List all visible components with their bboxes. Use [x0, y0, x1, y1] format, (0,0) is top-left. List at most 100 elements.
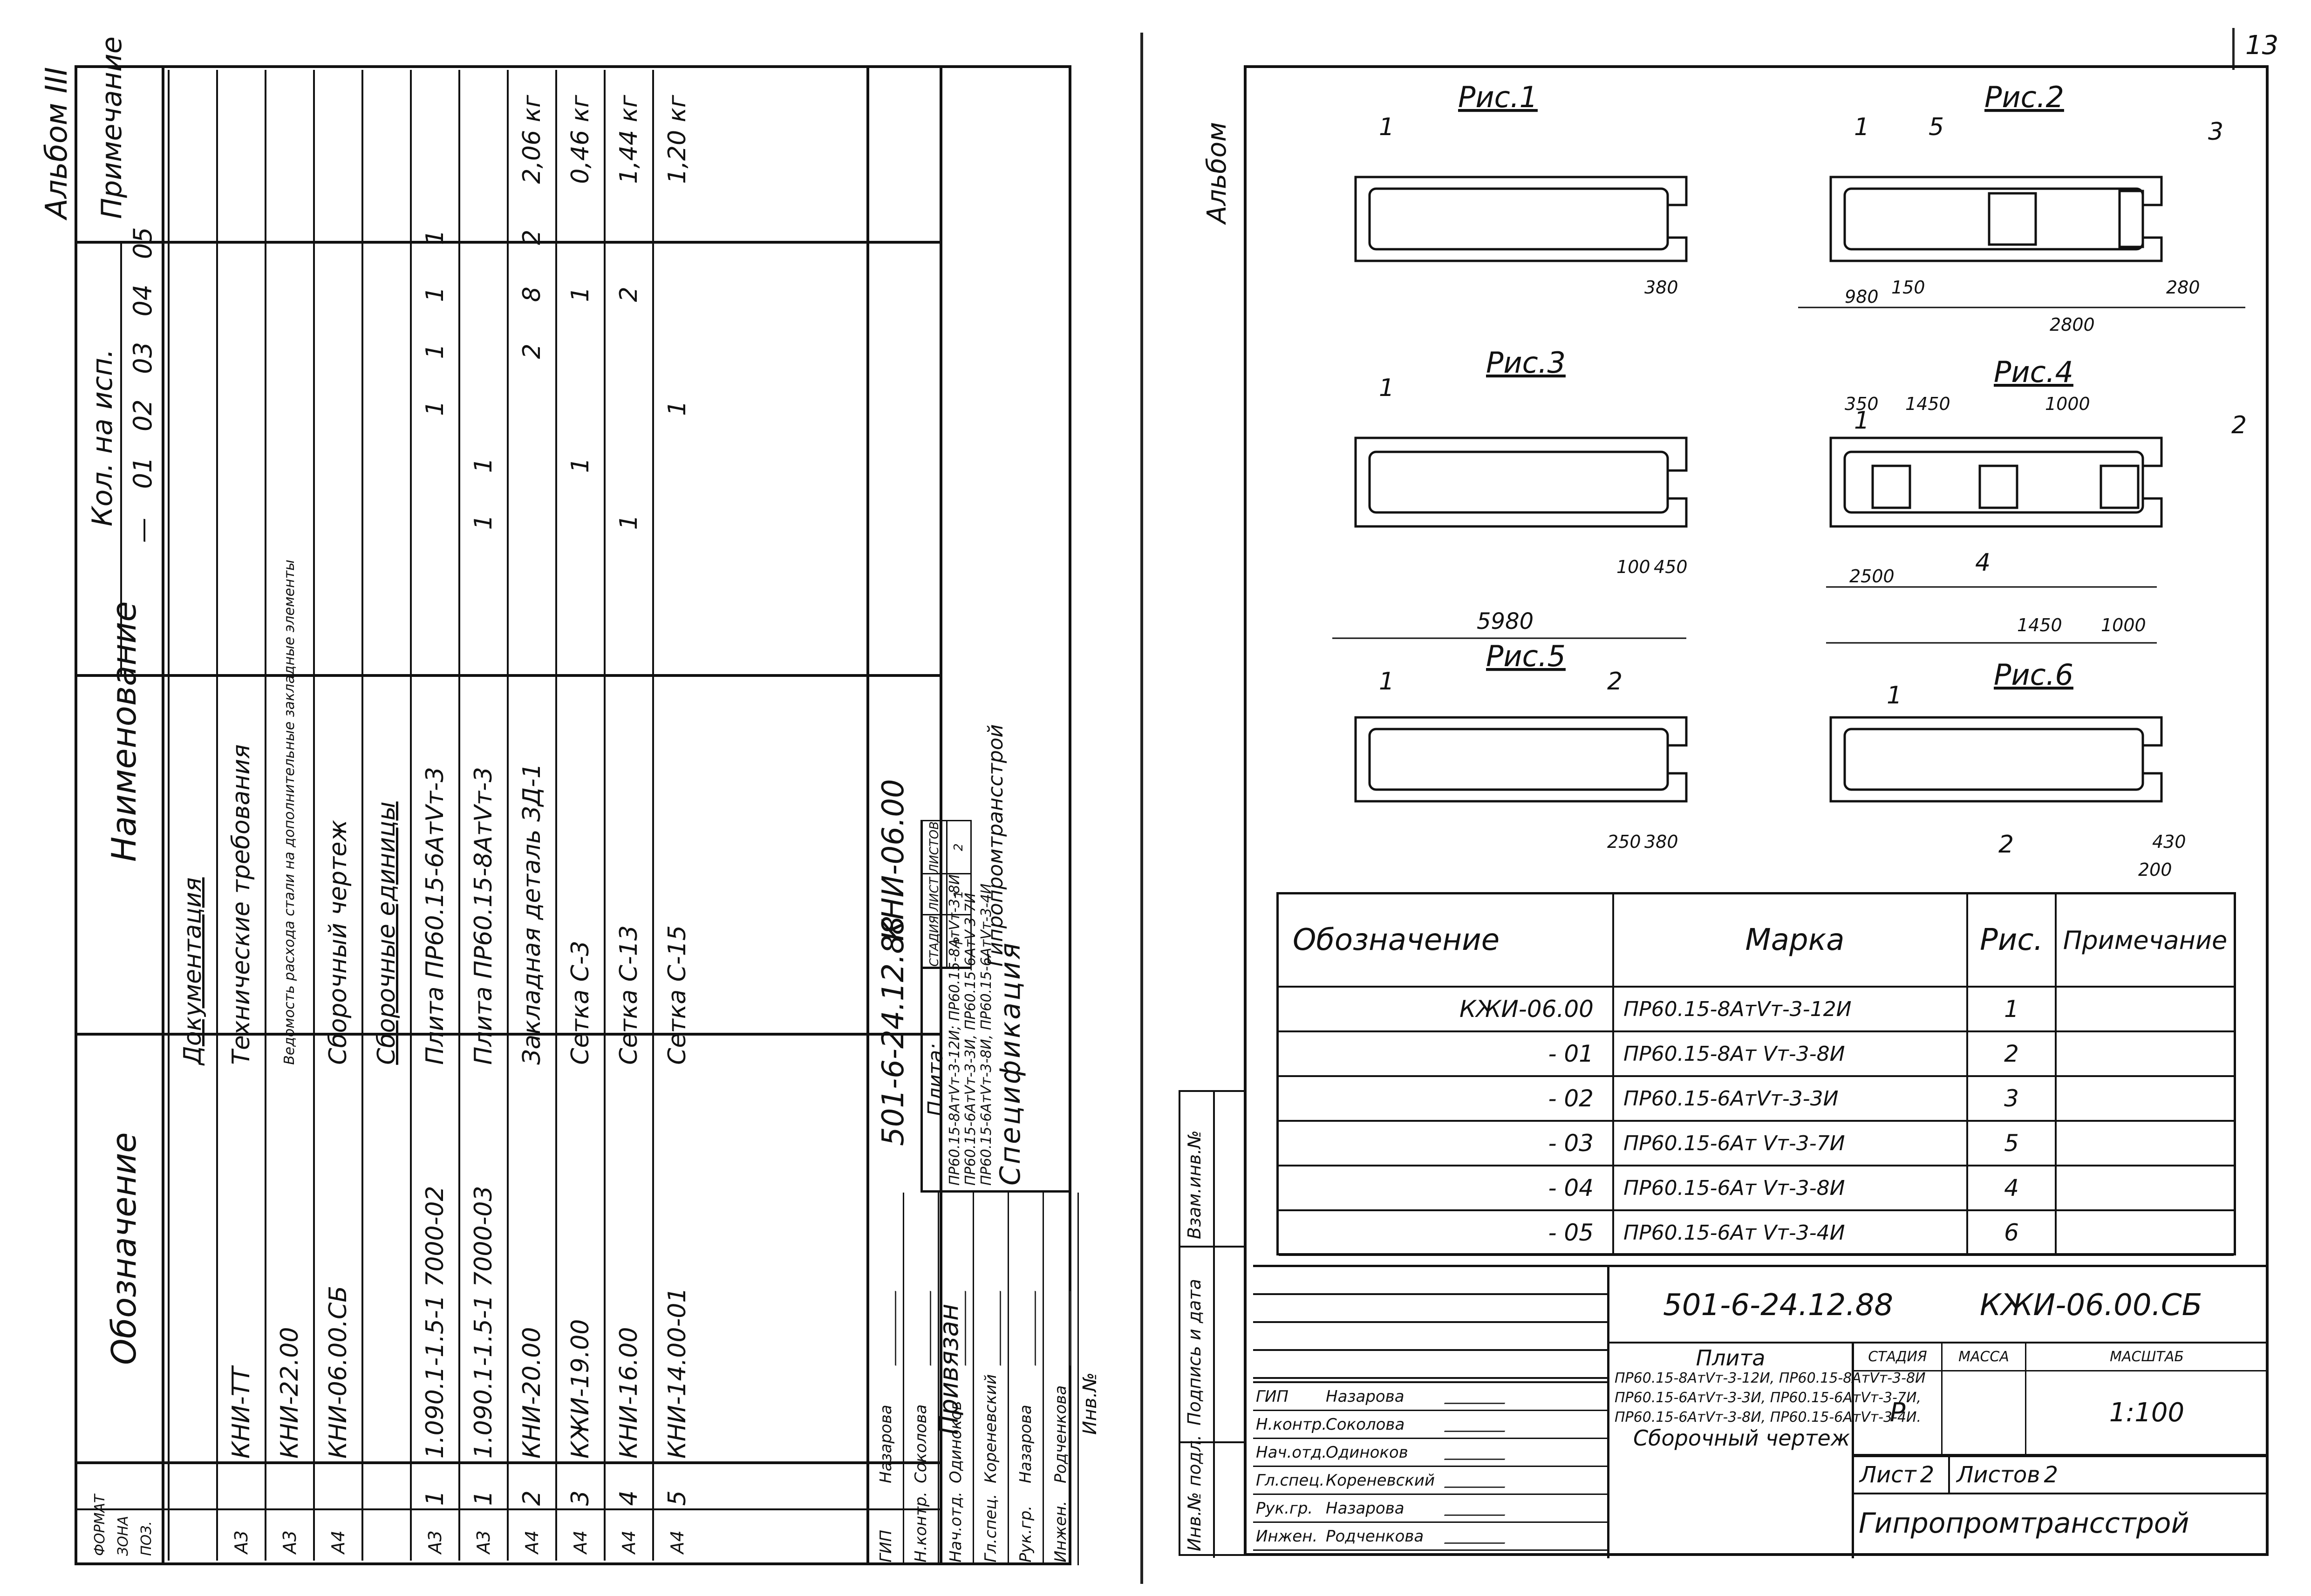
right-object-title: Плита	[1696, 1345, 1766, 1371]
right-stage-grid: СТАДИЯ МАССА МАСШТАБ Р 1:100	[1854, 1344, 2269, 1455]
page-number-tick	[2232, 28, 2235, 70]
side-label-signature-date: Подпись и дата	[1184, 1279, 1205, 1425]
marks-fig: 6	[1968, 1211, 2057, 1254]
cell-note: 0,46 кг	[566, 95, 594, 184]
cell-designation: КЖИ-19.00	[566, 1319, 594, 1459]
dimension: 5980	[1477, 608, 1534, 634]
person-name: Кореневский	[1326, 1471, 1435, 1490]
stage-label: СТАДИЯ	[1854, 1344, 1943, 1371]
callout: 2	[1607, 668, 1622, 696]
cell-designation: КНИ-22.00	[276, 1327, 304, 1459]
cell-pos: 1	[470, 1490, 498, 1506]
signature	[1444, 1501, 1511, 1516]
marks-designation: КЖИ-06.00	[1279, 988, 1614, 1030]
hdr-zone: ЗОНА	[115, 1516, 131, 1556]
spec-table	[75, 65, 942, 1565]
person-name: Одиноков	[1326, 1443, 1408, 1462]
cell-format: А4	[619, 1530, 639, 1554]
callout: 1	[1379, 113, 1394, 141]
dimension: 1450	[2017, 615, 2062, 635]
person-role: Гл.спец.	[1256, 1471, 1325, 1490]
spec-row: Сборочные единицы	[361, 70, 410, 1561]
person-role: Н.контр.	[912, 1491, 930, 1562]
cell-format: А3	[425, 1530, 445, 1554]
cell-name: Технические требования	[227, 744, 255, 1065]
cell-name: Сетка С-15	[663, 925, 691, 1065]
person-row: Инжен.Родченкова	[1253, 1523, 1607, 1551]
marks-note	[2057, 1032, 2234, 1075]
sheet-value: 2	[1920, 1462, 1935, 1488]
person-name: Родченкова	[1051, 1385, 1070, 1483]
marks-note	[2057, 1166, 2234, 1209]
marks-hdr-note: Примечание	[2063, 925, 2228, 955]
hdr-note: Примечание	[95, 36, 128, 219]
callout: 2	[1998, 831, 2014, 859]
marks-mark: ПР60.15-8Ат Vт-3-8И	[1614, 1032, 1968, 1075]
right-object-line: ПР60.15-6АтVт-3-8И, ПР60.15-6АтVт-3-4И.	[1615, 1409, 1922, 1425]
marks-fig: 2	[1968, 1032, 2057, 1075]
cell-designation: КНИ-16.00	[615, 1327, 643, 1459]
person-row: Инжен.Родченкова	[1044, 1193, 1079, 1565]
callout: 1	[1379, 374, 1394, 402]
callout: 4	[1975, 549, 1991, 577]
qty-col-5: 05	[128, 227, 157, 259]
person-role: Гл.спец.	[982, 1494, 1000, 1562]
dimension: 430	[2152, 832, 2186, 852]
cell-q0: 1	[470, 514, 498, 530]
figures-drawing: Рис.1 Рис.2 Рис.3 Рис.4 Рис.5 Рис.6 1 1 …	[1332, 80, 2247, 880]
fig-label: Рис.1	[1458, 80, 1538, 114]
person-role: Рук.гр.	[1016, 1505, 1035, 1562]
hdr-format: ФОРМАТ	[92, 1494, 108, 1556]
cell-pos: 5	[663, 1490, 691, 1506]
person-name: Назарова	[877, 1405, 895, 1483]
qty-col-4: 04	[128, 284, 157, 317]
sheets-label: Листов	[1957, 1462, 2040, 1488]
marks-note	[2057, 1211, 2234, 1254]
left-doc-type: Спецификация	[994, 941, 1027, 1186]
person-row: Рук.гр.Назарова	[1253, 1495, 1607, 1523]
signature	[1050, 1284, 1071, 1366]
person-row: Гл.спец.Кореневский	[1253, 1467, 1607, 1495]
cell-q3: 1	[421, 343, 449, 359]
cell-designation: 1.090.1-1.5-1 7000-03	[470, 1186, 498, 1459]
marks-table: Обозначение Марка Рис. Примечание КЖИ-06…	[1276, 892, 2236, 1256]
sheets-value: 2	[2044, 1462, 2059, 1488]
person-role: ГИП	[877, 1530, 895, 1562]
page-number: 13	[2245, 30, 2279, 61]
right-object-line: ПР60.15-8АтVт-3-12И, ПР60.15-8АтVт-3-8И	[1615, 1370, 1926, 1386]
fig-label: Рис.4	[1994, 355, 2073, 389]
cell-note: 1,20 кг	[663, 95, 691, 184]
right-code: КЖИ-06.00.СБ	[1980, 1288, 2202, 1323]
person-name: Назарова	[1326, 1387, 1404, 1406]
cell-name: Ведомость расхода стали на дополнительны…	[283, 559, 297, 1065]
person-role: Нач.отд.	[947, 1491, 965, 1562]
dimension: 450	[1654, 557, 1688, 577]
marks-designation: - 01	[1279, 1032, 1614, 1075]
spec-row: Документация	[168, 70, 216, 1561]
qty-col-3: 03	[128, 342, 157, 374]
person-role: Нач.отд.	[1256, 1443, 1327, 1462]
cell-q1: 1	[566, 457, 594, 473]
sheet-divider	[1140, 33, 1143, 1584]
stage-label: СТАДИЯ	[923, 914, 948, 967]
marks-mark: ПР60.15-6АтVт-3-3И	[1614, 1077, 1968, 1120]
fig-label: Рис.2	[1984, 80, 2064, 114]
sheet-value: 1	[947, 873, 972, 914]
cell-q5: 1	[421, 229, 449, 246]
cell-format: А3	[280, 1530, 300, 1554]
right-sheet-row: Лист 2 Листов 2	[1854, 1455, 2269, 1494]
marks-mark: ПР60.15-6Ат Vт-3-4И	[1614, 1211, 1968, 1254]
marks-note	[2057, 1122, 2234, 1165]
marks-hdr-mark: Марка	[1614, 894, 1968, 986]
dimension: 2800	[2050, 314, 2095, 335]
callout: 3	[2208, 118, 2223, 146]
cell-designation: КНИ-14.00-01	[663, 1287, 691, 1459]
dimension: 280	[2166, 277, 2200, 298]
